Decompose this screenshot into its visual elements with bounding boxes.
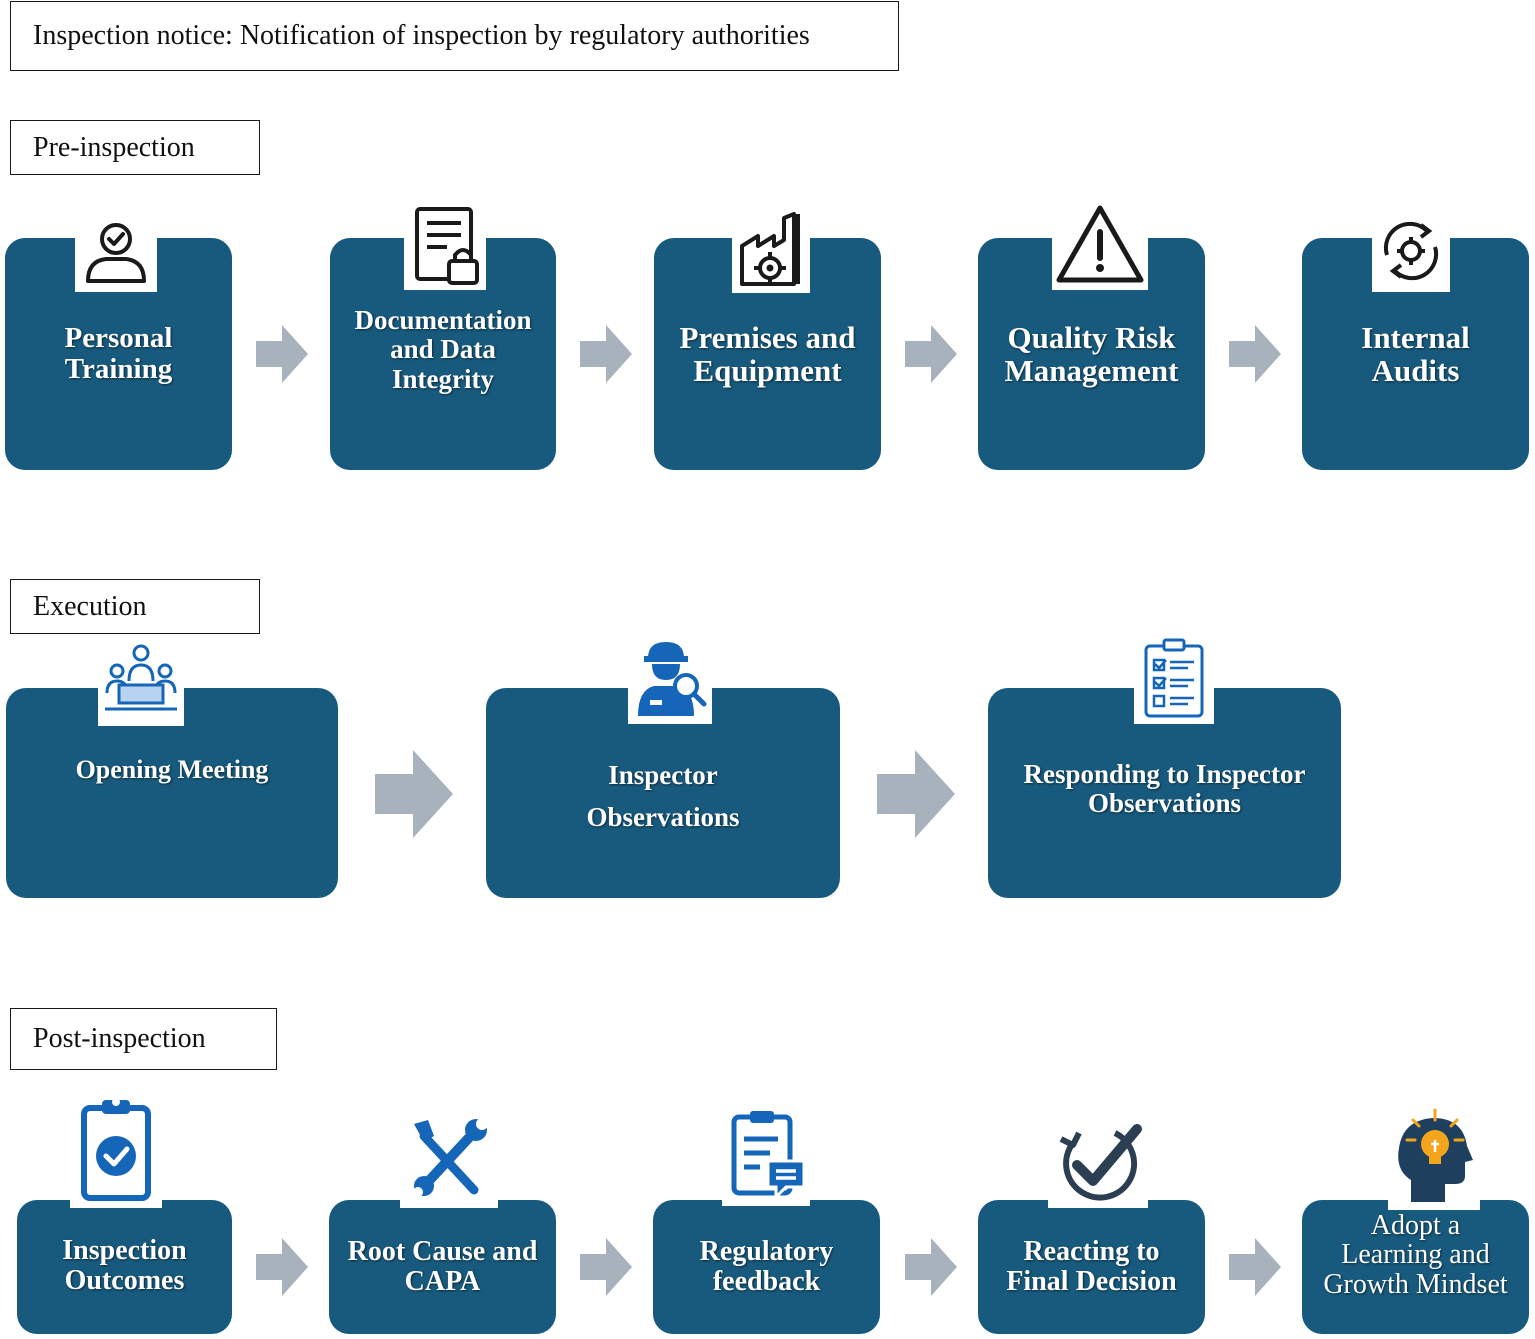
- section-label-post-inspection: Post-inspection: [10, 1008, 277, 1070]
- flow-arrow: [1229, 1238, 1281, 1296]
- flow-arrow: [1229, 325, 1281, 383]
- step-label: Regulatory feedback: [699, 1235, 834, 1297]
- factory-gear-icon: [732, 205, 810, 293]
- inspector-icon: [628, 632, 712, 724]
- section-label-pre-inspection: Pre-inspection: [10, 120, 260, 175]
- flow-arrow: [905, 325, 957, 383]
- section-label-execution: Execution: [10, 579, 260, 634]
- wrench-screwdriver-icon: [400, 1110, 498, 1208]
- section-label-text: Pre-inspection: [33, 131, 195, 163]
- person-check-icon: [75, 210, 157, 292]
- step-label: Opening Meeting: [75, 755, 269, 784]
- step-inspection-outcomes: Inspection Outcomes: [17, 1200, 232, 1334]
- step-label: Quality Risk Management: [1004, 319, 1179, 388]
- head-lightbulb-icon: [1388, 1102, 1480, 1210]
- step-label: Inspector Observations: [586, 760, 740, 832]
- feedback-document-icon: [722, 1102, 810, 1206]
- section-label-text: Execution: [33, 590, 147, 622]
- document-lock-icon: [404, 200, 486, 290]
- flow-arrow: [905, 1238, 957, 1296]
- step-label: Root Cause and CAPA: [347, 1235, 538, 1297]
- flow-arrow: [256, 1238, 308, 1296]
- flow-arrow: [877, 750, 955, 838]
- clipboard-check-icon: [70, 1090, 162, 1208]
- step-label: Internal Audits: [1361, 319, 1470, 388]
- step-label: Adopt a Learning and Growth Mindset: [1323, 1209, 1508, 1300]
- step-label: Premises and Equipment: [679, 319, 856, 388]
- step-root-cause-capa: Root Cause and CAPA: [329, 1200, 556, 1334]
- flow-arrow: [580, 325, 632, 383]
- inspection-notice-text: Inspection notice: Notification of inspe…: [33, 20, 810, 51]
- check-circle-arrow-icon: [1048, 1116, 1148, 1208]
- step-label: Documentation and Data Integrity: [354, 305, 532, 394]
- step-label: Reacting to Final Decision: [1006, 1235, 1177, 1297]
- section-label-text: Post-inspection: [33, 1023, 206, 1054]
- step-label: Responding to Inspector Observations: [1023, 759, 1306, 819]
- step-reacting-final-decision: Reacting to Final Decision: [978, 1200, 1205, 1334]
- step-documentation-data-integrity: Documentation and Data Integrity: [330, 238, 556, 470]
- warning-triangle-icon: [1052, 198, 1148, 290]
- flow-arrow: [375, 750, 453, 838]
- step-regulatory-feedback: Regulatory feedback: [653, 1200, 880, 1334]
- inspection-notice: Inspection notice: Notification of inspe…: [10, 1, 899, 71]
- step-label: Inspection Outcomes: [62, 1234, 187, 1296]
- flow-arrow: [256, 325, 308, 383]
- flow-arrow: [580, 1238, 632, 1296]
- meeting-icon: [98, 636, 184, 726]
- checklist-icon: [1134, 632, 1214, 724]
- gear-cycle-icon: [1372, 210, 1450, 292]
- step-label: Personal Training: [64, 321, 173, 385]
- step-learning-growth-mindset: Adopt a Learning and Growth Mindset: [1302, 1200, 1529, 1334]
